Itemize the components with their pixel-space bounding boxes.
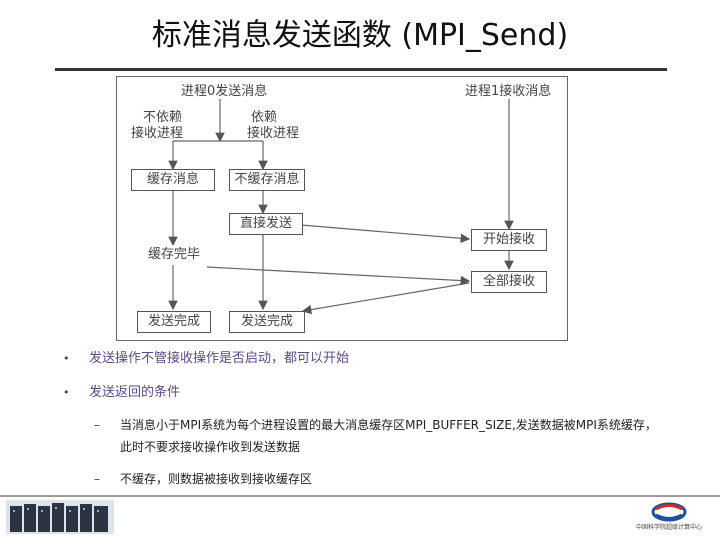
process1-label: 进程1接收消息 bbox=[465, 84, 552, 99]
arrow-all-to-senddone bbox=[301, 282, 470, 315]
node-start-recv: 开始接收 bbox=[471, 229, 547, 251]
bullet-dot-icon: • bbox=[63, 352, 70, 365]
bullet-2-text: 发送返回的条件 bbox=[89, 385, 181, 400]
dash-icon: – bbox=[94, 418, 100, 432]
node-buffer: 缓存消息 bbox=[131, 169, 215, 191]
depend-label-2: 接收进程 bbox=[247, 126, 300, 141]
server-rack-icon bbox=[6, 500, 114, 534]
title-underline bbox=[55, 68, 667, 71]
logo-mark-icon bbox=[651, 502, 687, 522]
bullet-dot-icon: • bbox=[63, 386, 70, 399]
bullet-1-text: 发送操作不管接收操作是否启动，都可以开始 bbox=[89, 351, 350, 366]
sub-bullet-2: – 不缓存，则数据被接收到接收缓存区 bbox=[94, 468, 665, 490]
node-buffer-done: 缓存完毕 bbox=[139, 245, 209, 265]
sub-bullet-2-text: 不缓存，则数据被接收到接收缓存区 bbox=[120, 472, 313, 486]
bullet-2: • 发送返回的条件 bbox=[63, 384, 181, 402]
process0-label: 进程0发送消息 bbox=[181, 84, 268, 99]
logo-text: 中国科学院超级计算中心 bbox=[635, 524, 702, 531]
flow-arrows bbox=[168, 99, 514, 315]
dash-icon: – bbox=[94, 472, 100, 486]
bullet-1: • 发送操作不管接收操作是否启动，都可以开始 bbox=[63, 350, 350, 368]
node-direct-send: 直接发送 bbox=[229, 213, 303, 235]
node-send-done-left: 发送完成 bbox=[137, 311, 211, 333]
depend-label-1: 依赖 bbox=[251, 110, 278, 125]
slide-title: 标准消息发送函数 (MPI_Send) bbox=[151, 18, 569, 53]
flow-diagram: 进程0发送消息 进程1接收消息 不依赖 接收进程 依赖 接收进程 缓存消息 不缓… bbox=[116, 76, 568, 341]
arrow-bufferdone-to-all bbox=[206, 266, 471, 286]
no-depend-label-1: 不依赖 bbox=[143, 110, 183, 125]
sccas-logo: 中国科学院超级计算中心 bbox=[626, 500, 712, 536]
no-depend-label-2: 接收进程 bbox=[131, 126, 184, 141]
sub-bullet-1: – 当消息小于MPI系统为每个进程设置的最大消息缓存区MPI_BUFFER_SI… bbox=[94, 414, 665, 458]
arrow-direct-to-start bbox=[300, 224, 471, 244]
sub-bullet-1-text: 当消息小于MPI系统为每个进程设置的最大消息缓存区MPI_BUFFER_SIZE… bbox=[120, 418, 657, 454]
node-all-recv: 全部接收 bbox=[471, 271, 547, 293]
node-send-done-right: 发送完成 bbox=[229, 311, 305, 333]
node-no-buffer: 不缓存消息 bbox=[229, 169, 305, 191]
footer-rule bbox=[0, 495, 720, 497]
